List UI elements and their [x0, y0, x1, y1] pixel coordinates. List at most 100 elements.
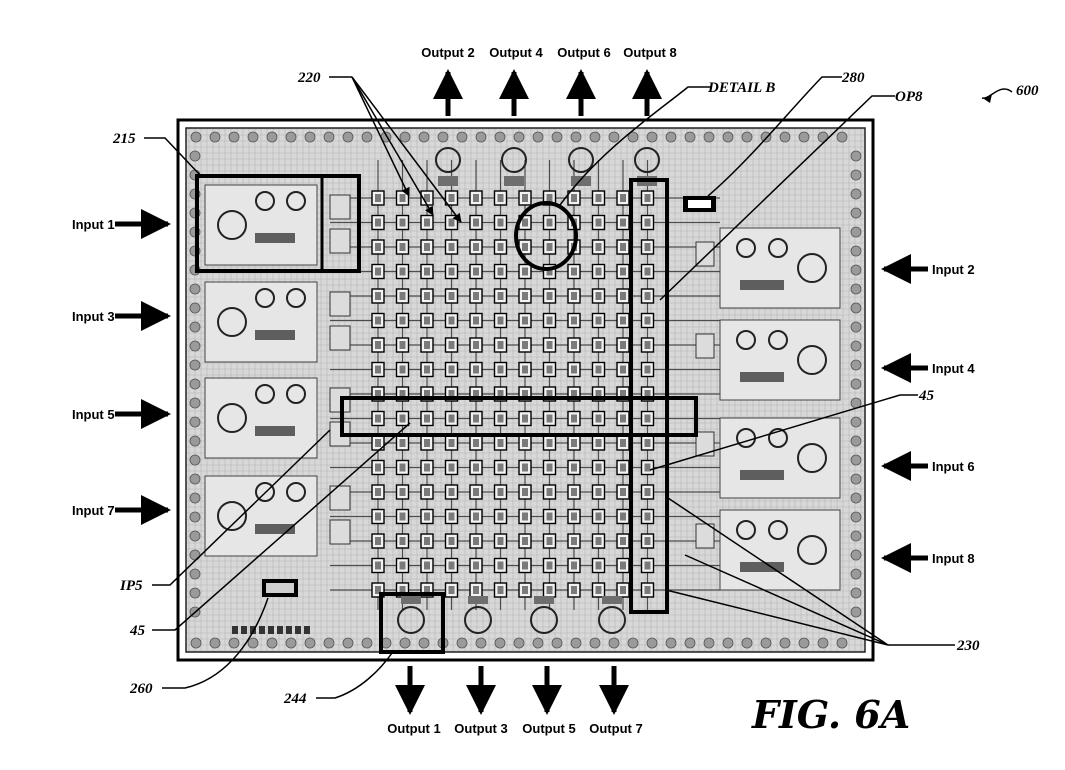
switch-cell-core [596, 219, 602, 227]
bond-pad [514, 132, 524, 142]
bond-pad [419, 132, 429, 142]
switch-cell-core [473, 513, 479, 521]
switch-cell-core [375, 341, 381, 349]
bond-pad [685, 638, 695, 648]
via-block [330, 195, 350, 219]
switch-cell-core [498, 243, 504, 251]
ref-220: 220 [297, 70, 321, 86]
bond-pad [191, 638, 201, 648]
switch-cell-core [547, 464, 553, 472]
switch-cell-core [375, 464, 381, 472]
switch-cell-core [645, 415, 651, 423]
switch-cell-core [547, 488, 553, 496]
bond-pad [851, 227, 861, 237]
switch-cell-core [547, 219, 553, 227]
switch-cell-core [571, 366, 577, 374]
switch-cell-core [498, 586, 504, 594]
switch-cell-core [498, 292, 504, 300]
switch-cell-core [596, 513, 602, 521]
switch-cell-core [620, 268, 626, 276]
bond-pad [851, 550, 861, 560]
switch-cell-core [645, 488, 651, 496]
chip-layout [178, 120, 873, 660]
block-280-inner [688, 200, 711, 208]
switch-cell-core [522, 439, 528, 447]
input-circuit-block [205, 476, 317, 556]
switch-cell-core [424, 562, 430, 570]
bond-pad [190, 588, 200, 598]
switch-cell-core [473, 537, 479, 545]
bond-pad [571, 638, 581, 648]
bond-pad [191, 132, 201, 142]
bond-pad [438, 132, 448, 142]
output-amp [534, 596, 554, 604]
bond-pad [799, 638, 809, 648]
logic-gate [277, 626, 283, 634]
bond-pad [609, 638, 619, 648]
switch-cell-core [424, 292, 430, 300]
switch-cell-core [424, 268, 430, 276]
switch-cell-core [400, 366, 406, 374]
bond-pad [851, 284, 861, 294]
via-block [330, 229, 350, 253]
label-input-2: Input 2 [932, 262, 975, 277]
bond-pad [533, 132, 543, 142]
bond-pad [851, 303, 861, 313]
switch-cell-core [571, 562, 577, 570]
bond-pad [590, 132, 600, 142]
switch-cell-core [522, 243, 528, 251]
bond-pad [229, 638, 239, 648]
switch-cell-core [596, 194, 602, 202]
switch-cell-core [620, 415, 626, 423]
label-input-1: Input 1 [72, 217, 115, 232]
switch-cell-core [645, 194, 651, 202]
switch-cell-core [400, 317, 406, 325]
switch-cell-core [473, 194, 479, 202]
bond-pad [723, 132, 733, 142]
switch-cell-core [473, 366, 479, 374]
input-circuit-block [205, 378, 317, 458]
switch-cell-core [400, 194, 406, 202]
bond-pad [742, 132, 752, 142]
switch-cell-core [547, 243, 553, 251]
switch-cell-core [620, 292, 626, 300]
bond-pad [457, 638, 467, 648]
switch-cell-core [522, 194, 528, 202]
switch-cell-core [473, 586, 479, 594]
via-block [696, 432, 714, 456]
bond-pad [190, 417, 200, 427]
switch-cell-core [645, 317, 651, 325]
bond-pad [190, 379, 200, 389]
bond-pad [851, 341, 861, 351]
bond-pad [190, 531, 200, 541]
output-amp [468, 596, 488, 604]
switch-cell-core [596, 268, 602, 276]
bond-pad [704, 638, 714, 648]
bond-pad [628, 638, 638, 648]
bond-pad [647, 132, 657, 142]
switch-cell-core [596, 243, 602, 251]
switch-cell-core [547, 586, 553, 594]
output-amp [401, 596, 421, 604]
bond-pad [590, 638, 600, 648]
bond-pad [190, 455, 200, 465]
switch-cell-core [571, 464, 577, 472]
ref-45-right: 45 [918, 388, 935, 404]
output-amp [438, 176, 458, 186]
switch-cell-core [571, 488, 577, 496]
switch-cell-core [498, 562, 504, 570]
switch-cell-core [547, 292, 553, 300]
switch-cell-core [473, 292, 479, 300]
switch-cell-core [424, 415, 430, 423]
bond-pad [851, 493, 861, 503]
switch-cell-core [645, 439, 651, 447]
bond-pad [851, 170, 861, 180]
bond-pad [229, 132, 239, 142]
switch-cell-core [375, 317, 381, 325]
ref-45-left: 45 [129, 623, 146, 639]
bond-pad [362, 638, 372, 648]
switch-cell-core [620, 366, 626, 374]
output-amp [571, 176, 591, 186]
switch-cell-core [473, 243, 479, 251]
